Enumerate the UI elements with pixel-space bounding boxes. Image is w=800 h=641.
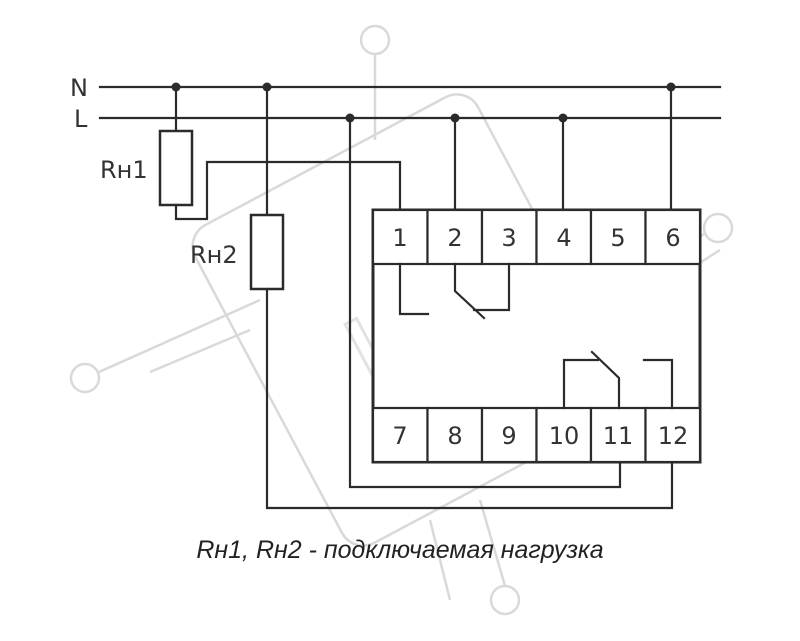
terminal-7 <box>371 406 429 464</box>
terminal-number: 3 <box>501 224 516 252</box>
terminal-number: 4 <box>556 224 571 252</box>
bottom-terminal-row: 7 8 9 10 11 12 <box>371 406 702 464</box>
top-terminal-row: 1 2 3 4 5 6 <box>371 208 702 266</box>
terminal-number: 7 <box>392 422 407 450</box>
watermark-node-right <box>702 212 734 244</box>
contact-1-fixed <box>398 262 430 316</box>
junction-dot <box>171 82 181 92</box>
terminal-5 <box>589 208 647 266</box>
watermark-node-left <box>69 362 101 394</box>
live-bus-label: L <box>74 105 88 133</box>
watermark-node-top <box>359 24 391 56</box>
terminal-number: 8 <box>447 422 462 450</box>
rn2-label: Rн2 <box>190 241 238 269</box>
terminal-number: 9 <box>501 422 516 450</box>
terminal-number: 5 <box>610 224 625 252</box>
terminal-number: 12 <box>658 422 689 450</box>
rn1-resistor <box>158 129 194 207</box>
junction-dot <box>450 113 460 123</box>
junction-dot <box>558 113 568 123</box>
terminal-6 <box>644 208 702 266</box>
rn1-label: Rн1 <box>100 156 148 184</box>
contact-12-fixed <box>642 358 674 410</box>
contact-10-fixed <box>562 358 600 410</box>
junction-dot <box>666 82 676 92</box>
terminal-number: 6 <box>665 224 680 252</box>
terminal-number: 10 <box>549 422 580 450</box>
watermark-line <box>478 499 507 587</box>
watermark-line <box>428 519 452 601</box>
terminal-12 <box>644 406 702 464</box>
live-wire-to-terminal-11 <box>348 116 622 489</box>
contact-3-fixed <box>472 262 511 312</box>
internal-contacts <box>398 262 674 410</box>
diagram-caption: Rн1, Rн2 - подключаемая нагрузка <box>196 536 603 564</box>
watermark-line <box>149 328 251 374</box>
terminal-number: 1 <box>392 224 407 252</box>
rn2-wire-to-terminal-12 <box>265 287 674 510</box>
terminal-4 <box>535 208 593 266</box>
terminal-number: 11 <box>603 422 634 450</box>
contact-11-switch-arm <box>590 350 621 410</box>
rn2-resistor <box>249 213 285 291</box>
terminal-number: 2 <box>447 224 462 252</box>
watermark-node-bottom <box>489 584 521 616</box>
neutral-bus-label: N <box>70 74 88 102</box>
junction-dot <box>262 82 272 92</box>
watermark-line <box>98 298 261 374</box>
junction-dot <box>345 113 355 123</box>
rn1-wire-to-terminal-1 <box>174 160 402 221</box>
